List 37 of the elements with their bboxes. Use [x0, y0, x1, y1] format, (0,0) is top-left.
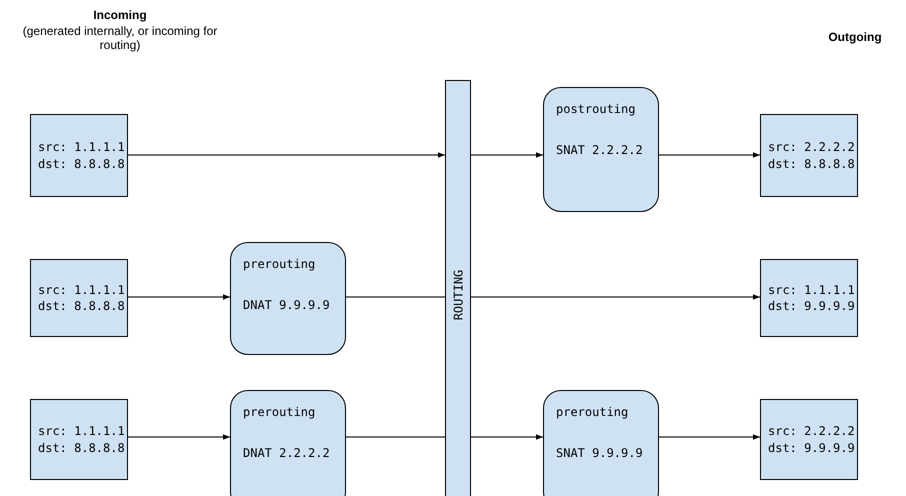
packet-addresses: src: 2.2.2.2 dst: 9.9.9.9 — [768, 423, 856, 456]
chain-name: prerouting — [243, 405, 316, 419]
packet-box — [30, 114, 128, 197]
note: (generated internally, or incoming for routing) — [22, 24, 218, 52]
arrow — [470, 434, 544, 440]
nat-rule: SNAT 2.2.2.2 — [556, 143, 644, 157]
chain-box — [543, 87, 659, 212]
packet-box — [30, 259, 128, 337]
arrow — [128, 152, 446, 158]
chain-box — [543, 390, 659, 496]
routing-bar — [445, 80, 471, 496]
packet-box — [760, 114, 858, 197]
packet-box — [760, 259, 858, 337]
routing-label: ROUTING — [451, 270, 465, 320]
arrow — [128, 294, 230, 300]
nat-rule: DNAT 2.2.2.2 — [243, 446, 331, 460]
packet-addresses: src: 1.1.1.1 dst: 9.9.9.9 — [768, 282, 856, 314]
packet-box — [30, 399, 128, 480]
arrow — [658, 434, 760, 440]
packet-box — [760, 399, 858, 480]
chain-box — [230, 242, 346, 355]
chain-name: prerouting — [243, 257, 316, 271]
packet-addresses: src: 2.2.2.2 dst: 8.8.8.8 — [768, 139, 856, 172]
chain-name: postrouting — [556, 102, 636, 116]
arrow — [658, 152, 760, 158]
packet-addresses: src: 1.1.1.1 dst: 8.8.8.8 — [38, 282, 126, 314]
chain-box — [230, 390, 346, 496]
arrow — [470, 152, 544, 158]
nat-rule: SNAT 9.9.9.9 — [556, 446, 644, 460]
arrow — [470, 294, 760, 300]
arrow — [128, 434, 230, 440]
nat-rule: DNAT 9.9.9.9 — [243, 298, 331, 312]
column-heading: Incoming — [92, 8, 148, 22]
packet-addresses: src: 1.1.1.1 dst: 8.8.8.8 — [38, 423, 126, 456]
chain-name: prerouting — [556, 405, 630, 419]
column-heading: Outgoing — [827, 30, 883, 44]
packet-addresses: src: 1.1.1.1 dst: 8.8.8.8 — [38, 139, 126, 172]
